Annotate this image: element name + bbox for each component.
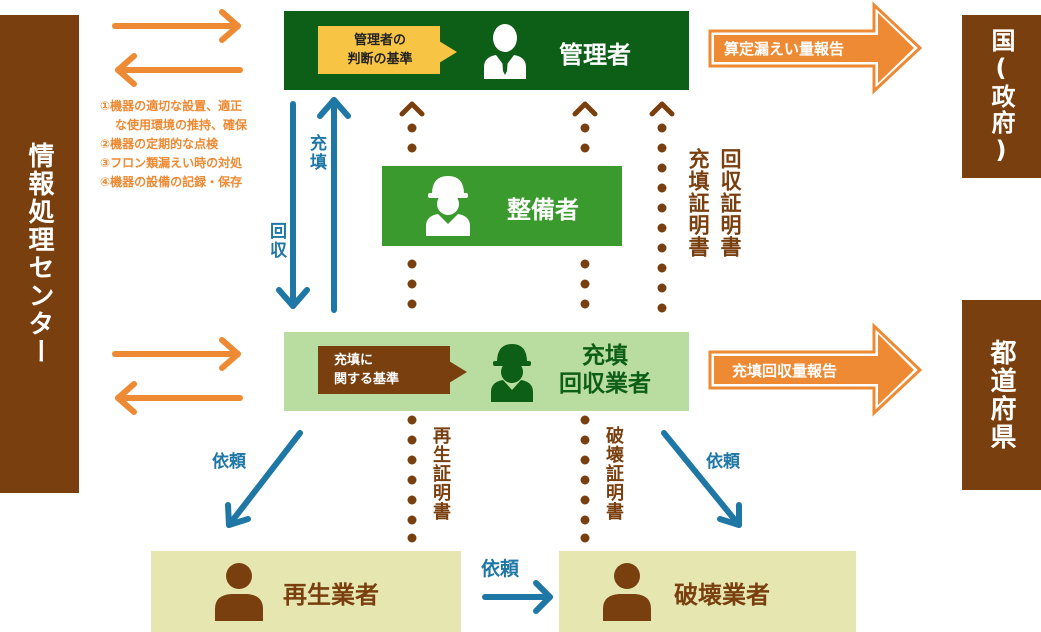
request-label-bottom: 依頼 [481, 558, 520, 580]
businessman-icon [484, 24, 526, 79]
request-label-right: 依頼 [706, 452, 740, 472]
report-arrow-top [708, 1, 923, 95]
info-center-panel: 情報処理センター [0, 15, 79, 493]
recycle-certificate-label: 再生証明書 [430, 426, 451, 521]
filler-criteria-note [318, 346, 450, 394]
fill-recover-report-label: 充填回収量報告 [732, 362, 838, 380]
maintainer-box: 整備者 [382, 166, 622, 246]
worker-helmet-icon [426, 176, 470, 236]
report-arrow-bottom [708, 322, 923, 417]
leak-report-label: 算定漏えい量報告 [724, 40, 845, 58]
worker-helmet-icon [491, 344, 533, 402]
fill-certificate-label: 充填証明書 [686, 148, 710, 258]
dotted-arrow-heads [399, 101, 675, 117]
filler-recoverer-box: 充填に 関する基準 充填 回収業者 [284, 332, 689, 411]
duty-item: ③フロン類漏えい時の対処 [100, 156, 243, 170]
recycler-label: 再生業者 [283, 581, 379, 609]
duty-item: ②機器の定期的な点検 [100, 137, 219, 151]
info-center-label: 情報処理センター [24, 142, 54, 366]
person-icon [215, 563, 263, 621]
destroyer-box: 破壊業者 [559, 551, 856, 632]
prefecture-label: 都道府県 [986, 339, 1016, 451]
destroy-certificate-label: 破壊証明書 [603, 426, 624, 521]
exchange-arrows-bottom [112, 337, 243, 415]
manager-criteria-text: 管理者の 判断の基準 [347, 33, 413, 67]
recycler-box: 再生業者 [151, 551, 461, 632]
manager-box: 管理者の 判断の基準 管理者 [284, 11, 689, 90]
filler-criteria-text: 充填に 関する基準 [334, 353, 400, 387]
government-panel: 国(政府) [962, 15, 1041, 178]
manager-criteria-note [318, 26, 440, 74]
note-pointer [449, 361, 467, 383]
filler-recoverer-label: 充填 回収業者 [559, 343, 651, 397]
fill-recover-arrows [276, 97, 351, 313]
destroyer-label: 破壊業者 [674, 581, 770, 609]
person-icon [603, 563, 651, 621]
certificate-dotted-lines [407, 123, 667, 543]
exchange-arrows-top [112, 9, 243, 87]
duty-item: ④機器の設備の記録・保存 [100, 175, 243, 189]
recover-certificate-label: 回収証明書 [718, 148, 742, 258]
manager-label: 管理者 [559, 41, 631, 69]
fill-arrow-label: 充填 [306, 134, 326, 172]
government-label: 国(政府) [987, 27, 1015, 166]
duty-item: な使用環境の推持、確保 [115, 118, 248, 132]
recover-arrow-label: 回収 [266, 222, 286, 260]
request-arrows [225, 430, 742, 614]
prefecture-panel: 都道府県 [962, 300, 1041, 490]
duty-item: ①機器の適切な設置、適正 [100, 99, 243, 113]
note-pointer [439, 41, 457, 63]
maintainer-label: 整備者 [507, 196, 579, 224]
manager-duties-list: ①機器の適切な設置、適正 な使用環境の推持、確保 ②機器の定期的な点検 ③フロン… [100, 97, 247, 192]
request-label-left: 依頼 [212, 452, 246, 472]
